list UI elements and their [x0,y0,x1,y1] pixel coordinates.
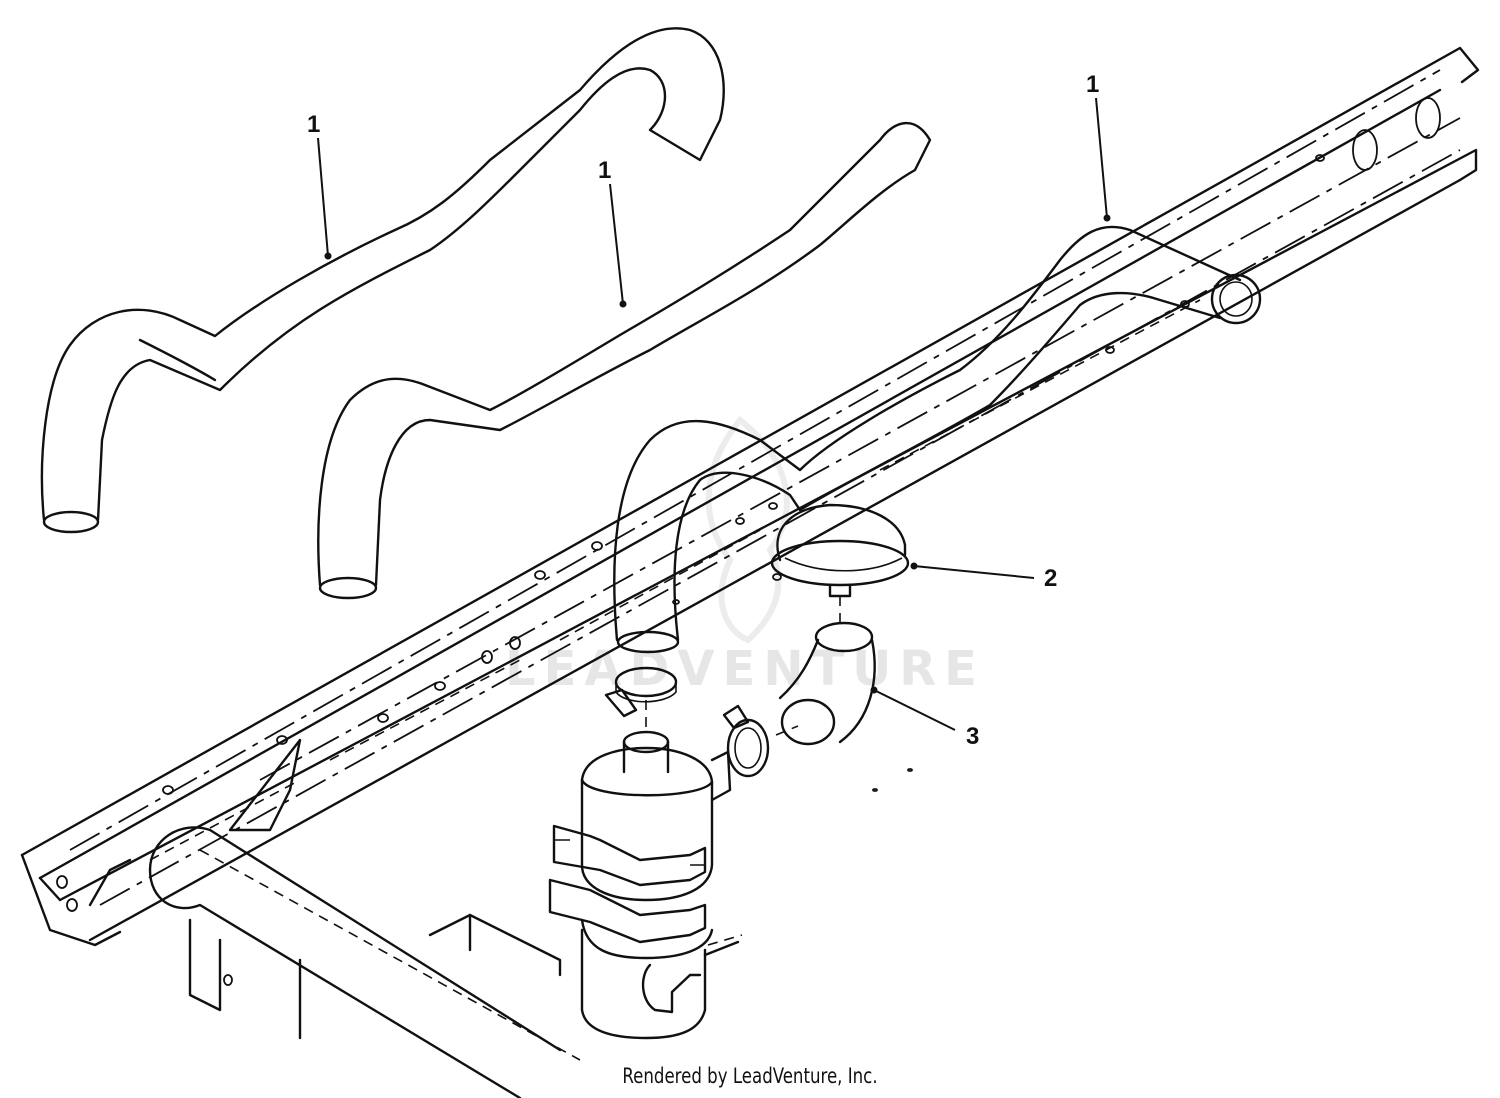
cross-tube [148,826,581,1098]
hose-left [40,27,725,534]
callout-1-left: 1 [307,111,332,260]
callout-1-middle: 1 [598,157,627,308]
callout-label: 1 [598,157,611,184]
callout-label: 2 [1044,565,1057,592]
hose-middle [317,121,932,600]
callout-3: 3 [870,686,979,750]
hose-clamps [604,666,799,778]
hose-right [613,225,1262,654]
watermark-text: LEADVENTURE [505,641,985,697]
footer-credit: Rendered by LeadVenture, Inc. [622,1064,878,1088]
callout-1-right: 1 [1086,71,1111,222]
watermark: LEADVENTURE [505,415,985,697]
breather-cap [770,503,910,625]
callout-2: 2 [910,562,1057,592]
callout-label: 1 [307,111,320,138]
callout-label: 3 [966,723,979,750]
elbow-hose [778,621,876,746]
callout-label: 1 [1086,71,1099,98]
air-cleaner [548,730,913,1040]
frame-rail [20,46,1480,947]
